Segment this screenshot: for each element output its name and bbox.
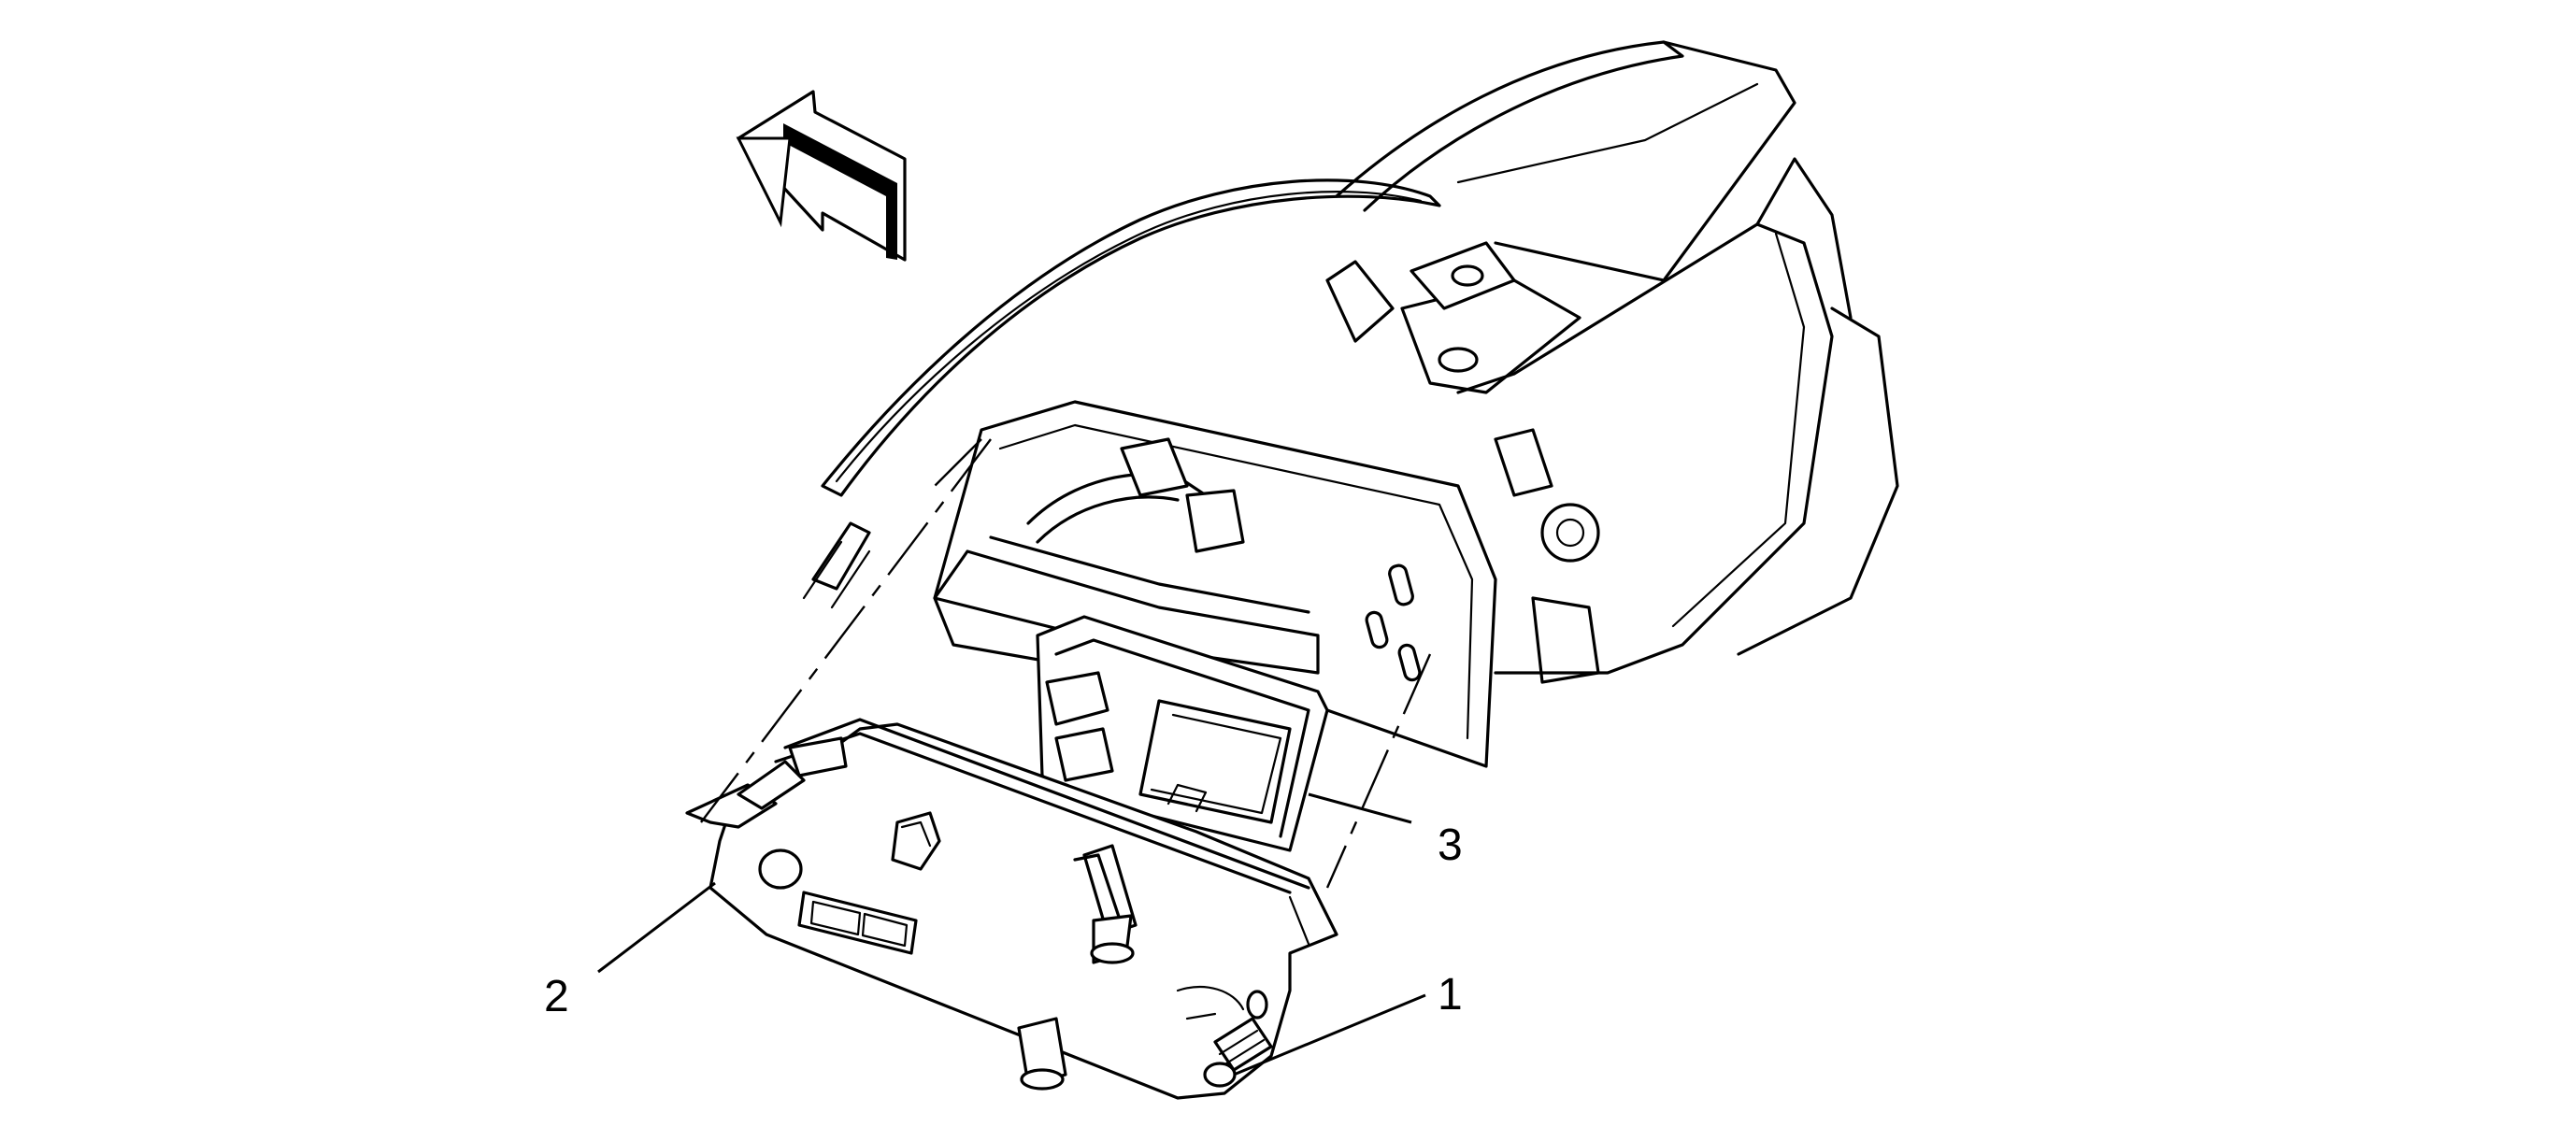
leader-3 bbox=[1308, 792, 1412, 824]
component-3 bbox=[1036, 615, 1329, 852]
callout-3: 3 bbox=[1438, 820, 1463, 870]
callout-1: 1 bbox=[1438, 970, 1463, 1020]
leader-2 bbox=[597, 881, 716, 974]
headlamp-housing bbox=[802, 40, 1899, 768]
leader-1 bbox=[1233, 993, 1426, 1077]
callout-leaders bbox=[597, 792, 1426, 1077]
component-2 bbox=[685, 718, 1338, 1100]
direction-arrow-icon bbox=[736, 90, 907, 262]
component-1 bbox=[1203, 990, 1273, 1088]
callout-2: 2 bbox=[544, 972, 569, 1021]
alignment-lines bbox=[700, 438, 1432, 889]
